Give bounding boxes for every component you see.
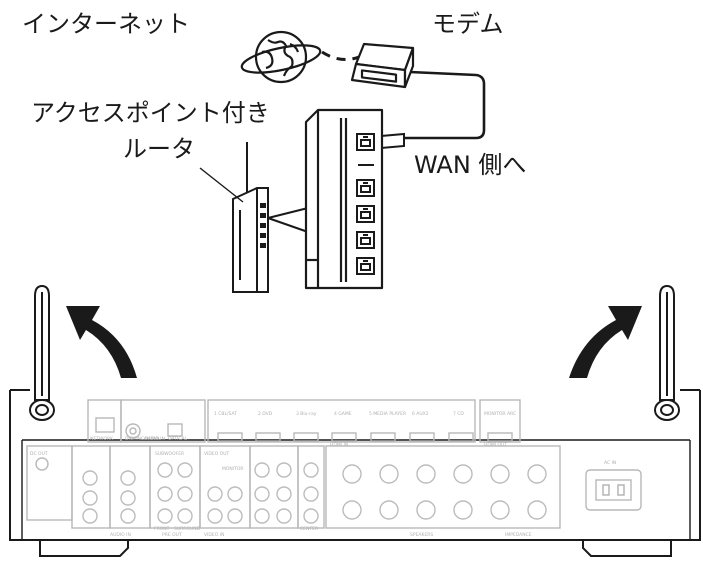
right-rotate-arrow-icon bbox=[569, 306, 642, 378]
left-antenna bbox=[29, 284, 55, 421]
label-audio-in: AUDIO IN bbox=[110, 532, 131, 538]
label-pre-out: PRE OUT bbox=[162, 532, 182, 538]
zoom-callout bbox=[267, 207, 309, 233]
label-hdmi-5: 5 MEDIA PLAYER bbox=[369, 411, 406, 417]
label-optical: OPTICAL bbox=[168, 436, 188, 442]
label-surround: SURROUND bbox=[174, 526, 201, 532]
globe-icon bbox=[240, 30, 322, 84]
router-icon bbox=[232, 142, 269, 293]
label-subwoofer: SUBWOOFER bbox=[155, 451, 184, 457]
label-center: CENTER bbox=[300, 526, 318, 532]
receiver-jacks bbox=[82, 462, 547, 524]
label-network: NETWORK bbox=[90, 436, 114, 442]
router-label-line1: アクセスポイント付き bbox=[31, 99, 270, 127]
modem-router-cable bbox=[404, 70, 486, 140]
left-rotate-arrow-icon bbox=[66, 306, 137, 378]
router-label-line2: ルータ bbox=[123, 135, 195, 163]
label-hdmi-3: 3 Blu-ray bbox=[296, 411, 317, 417]
av-receiver: NETWORK DIGITAL AUDIO IN 1 CBL/SAT 2 DVD… bbox=[9, 389, 701, 557]
label-hdmi-4: 4 GAME bbox=[334, 411, 352, 417]
label-hdmi-2: 2 DVD bbox=[258, 411, 273, 417]
label-digital-audio: DIGITAL AUDIO IN bbox=[125, 436, 165, 442]
label-front: FRONT bbox=[154, 526, 170, 532]
label-coaxial: COAXIAL bbox=[141, 436, 161, 442]
label-speakers: SPEAKERS bbox=[410, 532, 433, 538]
wan-cable-plug bbox=[380, 132, 405, 150]
receiver-labels: NETWORK DIGITAL AUDIO IN 1 CBL/SAT 2 DVD… bbox=[30, 411, 616, 538]
internet-label: インターネット bbox=[22, 10, 190, 38]
router-ports bbox=[356, 133, 375, 275]
label-monitor-arc: MONITOR ARC bbox=[484, 411, 516, 417]
label-hdmi-out: HDMI OUT bbox=[484, 442, 507, 448]
label-monitor: MONITOR bbox=[222, 466, 244, 472]
label-hdmi-6: 6 AUX2 bbox=[412, 411, 429, 417]
modem-label: モデム bbox=[432, 10, 504, 38]
label-dc-out: DC OUT bbox=[30, 451, 48, 457]
label-ac-in: AC IN bbox=[604, 460, 616, 466]
label-video-out: VIDEO OUT bbox=[204, 451, 230, 457]
wan-label: WAN 側へ bbox=[414, 151, 527, 179]
label-hdmi-7: 7 CD bbox=[453, 411, 464, 417]
label-video-in: VIDEO IN bbox=[204, 532, 224, 538]
label-hdmi-1: 1 CBL/SAT bbox=[214, 411, 237, 417]
router-label-pointer bbox=[199, 167, 244, 203]
label-impedance: IMPEDANCE bbox=[505, 532, 532, 538]
ac-inlet-icon bbox=[602, 484, 625, 496]
label-hdmi-in: HDMI IN bbox=[330, 442, 348, 448]
right-antenna bbox=[654, 284, 680, 421]
modem-icon bbox=[350, 42, 415, 89]
